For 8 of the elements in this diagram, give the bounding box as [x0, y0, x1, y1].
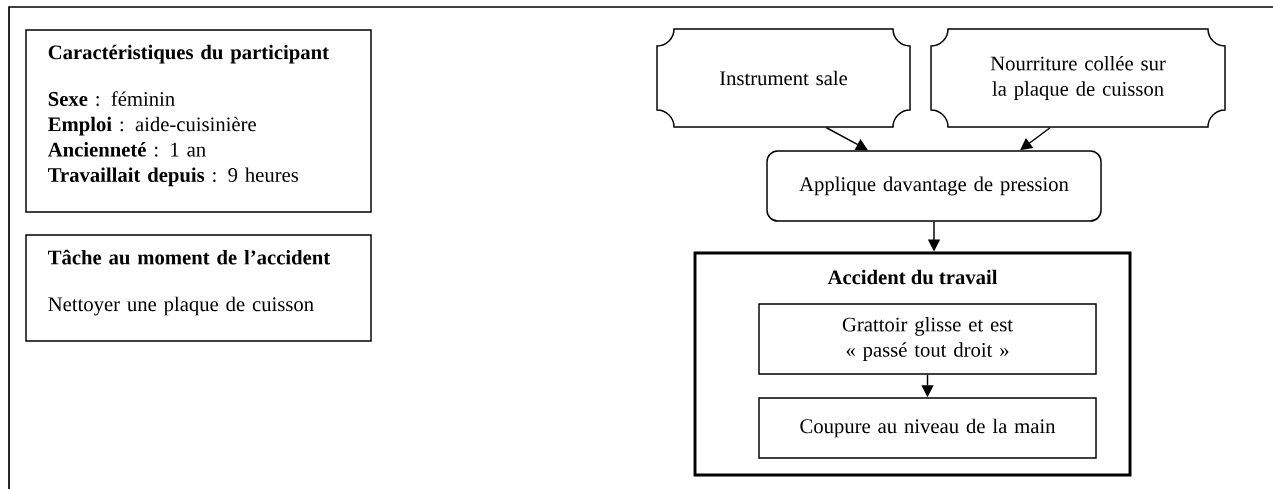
- event-box: Grattoir glisse et est « passé tout droit »: [758, 303, 1097, 375]
- info-box: Caractéristiques du participant Sexe : féminin Emploi : aide-cuisinière Ancienneté : 1 an Travaillait depuis : 9 heures: [25, 29, 372, 213]
- info-box: Tâche au moment de l’accident Nettoyer une plaque de cuisson: [25, 234, 372, 342]
- event-box: Coupure au niveau de la main: [758, 397, 1097, 459]
- cause-box: Nourriture collée sur la plaque de cuisson: [930, 28, 1226, 128]
- process-box: Applique davantage de pression: [766, 150, 1102, 222]
- arrow: [825, 127, 868, 151]
- cause-box: Instrument sale: [656, 28, 911, 128]
